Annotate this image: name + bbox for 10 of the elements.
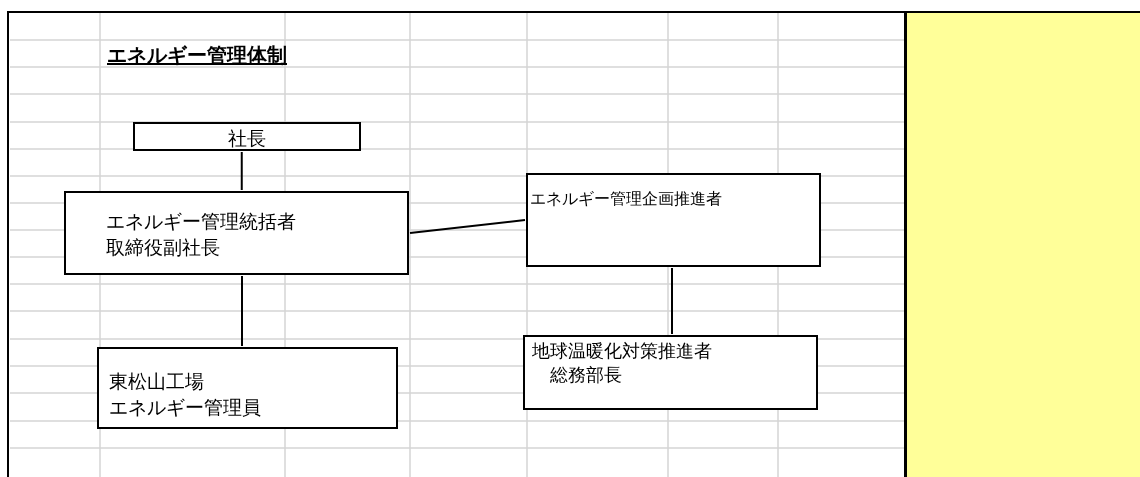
diagram-title: エネルギー管理体制 [107, 42, 287, 69]
role-box: 地球温暖化対策推進者 総務部長 [523, 335, 818, 410]
role-box: 東松山工場 エネルギー管理員 [97, 347, 398, 429]
role-box: 社長 [133, 122, 361, 151]
connector-line [671, 267, 673, 335]
connector-line [240, 151, 243, 191]
connector-line [241, 275, 243, 347]
role-box: エネルギー管理企画推進者 [526, 173, 821, 267]
connector-line [409, 219, 526, 234]
role-box: エネルギー管理統括者 取締役副社長 [64, 191, 409, 275]
